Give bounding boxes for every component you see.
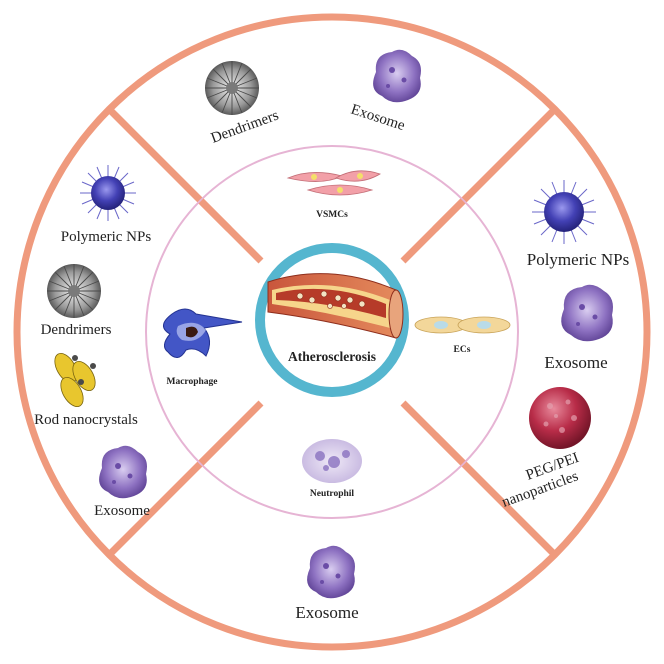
exosome-icon [561,284,613,342]
right-exosome-label: Exosome [544,353,607,372]
center-label: Atherosclerosis [288,349,376,364]
exosome-icon [99,445,147,499]
polymeric-np-icon [80,165,136,221]
center-vessel: Atherosclerosis [255,243,409,397]
outer-ring [13,13,651,651]
left-exosome-label: Exosome [94,503,150,519]
polymeric-np-icon [532,180,596,244]
left-rod-label: Rod nanocrystals [34,412,138,428]
peg-pei-np-icon [529,387,591,449]
ecs-label: ECs [454,345,471,355]
dendrimer-icon [47,264,101,318]
top-exosome-label: Exosome [349,102,407,135]
top-dendrimers-label: Dendrimers [209,107,281,146]
dendrimer-icon [205,61,259,115]
artery-icon [267,273,404,339]
bottom-exosome-label: Exosome [295,603,358,622]
neutrophil-cell [302,439,362,483]
macrophage-cell [163,308,243,358]
exosome-icon [307,545,355,599]
inner-ring [145,145,519,519]
left-polymeric-label: Polymeric NPs [61,229,152,245]
neutrophil-label: Neutrophil [310,489,355,499]
ecs-cells [414,316,511,334]
exosome-icon [373,49,421,103]
left-dendrimers-label: Dendrimers [41,322,112,338]
rod-nanocrystal-icon [54,353,96,407]
right-polymeric-label: Polymeric NPs [527,250,629,269]
vsmcs-cells [286,170,381,196]
vessel-ring [255,243,409,397]
inner-dividers [198,198,466,466]
macrophage-label: Macrophage [166,377,217,387]
vsmcs-label: VSMCs [316,210,348,220]
